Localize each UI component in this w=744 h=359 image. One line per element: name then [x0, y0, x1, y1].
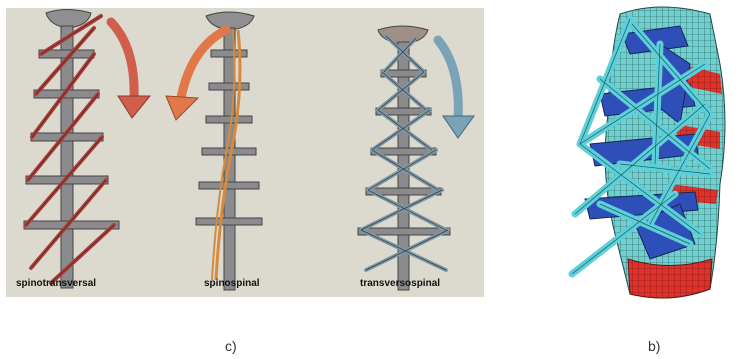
label-transversospinal: transversospinal [360, 278, 440, 289]
label-spinospinal: spinospinal [204, 278, 260, 289]
spine-transversospinal [358, 26, 474, 290]
caption-c: c) [225, 338, 237, 354]
spine-spinospinal [166, 12, 262, 290]
label-spinotransversal: spinotransversal [16, 278, 96, 289]
spine-spinotransversal [24, 10, 150, 289]
fe-model-panel [560, 4, 738, 304]
muscle-diagram [6, 8, 484, 297]
caption-b: b) [648, 338, 660, 354]
fe-model [560, 4, 738, 304]
muscle-diagram-panel: spinotransversal spinospinal transversos… [6, 8, 484, 297]
